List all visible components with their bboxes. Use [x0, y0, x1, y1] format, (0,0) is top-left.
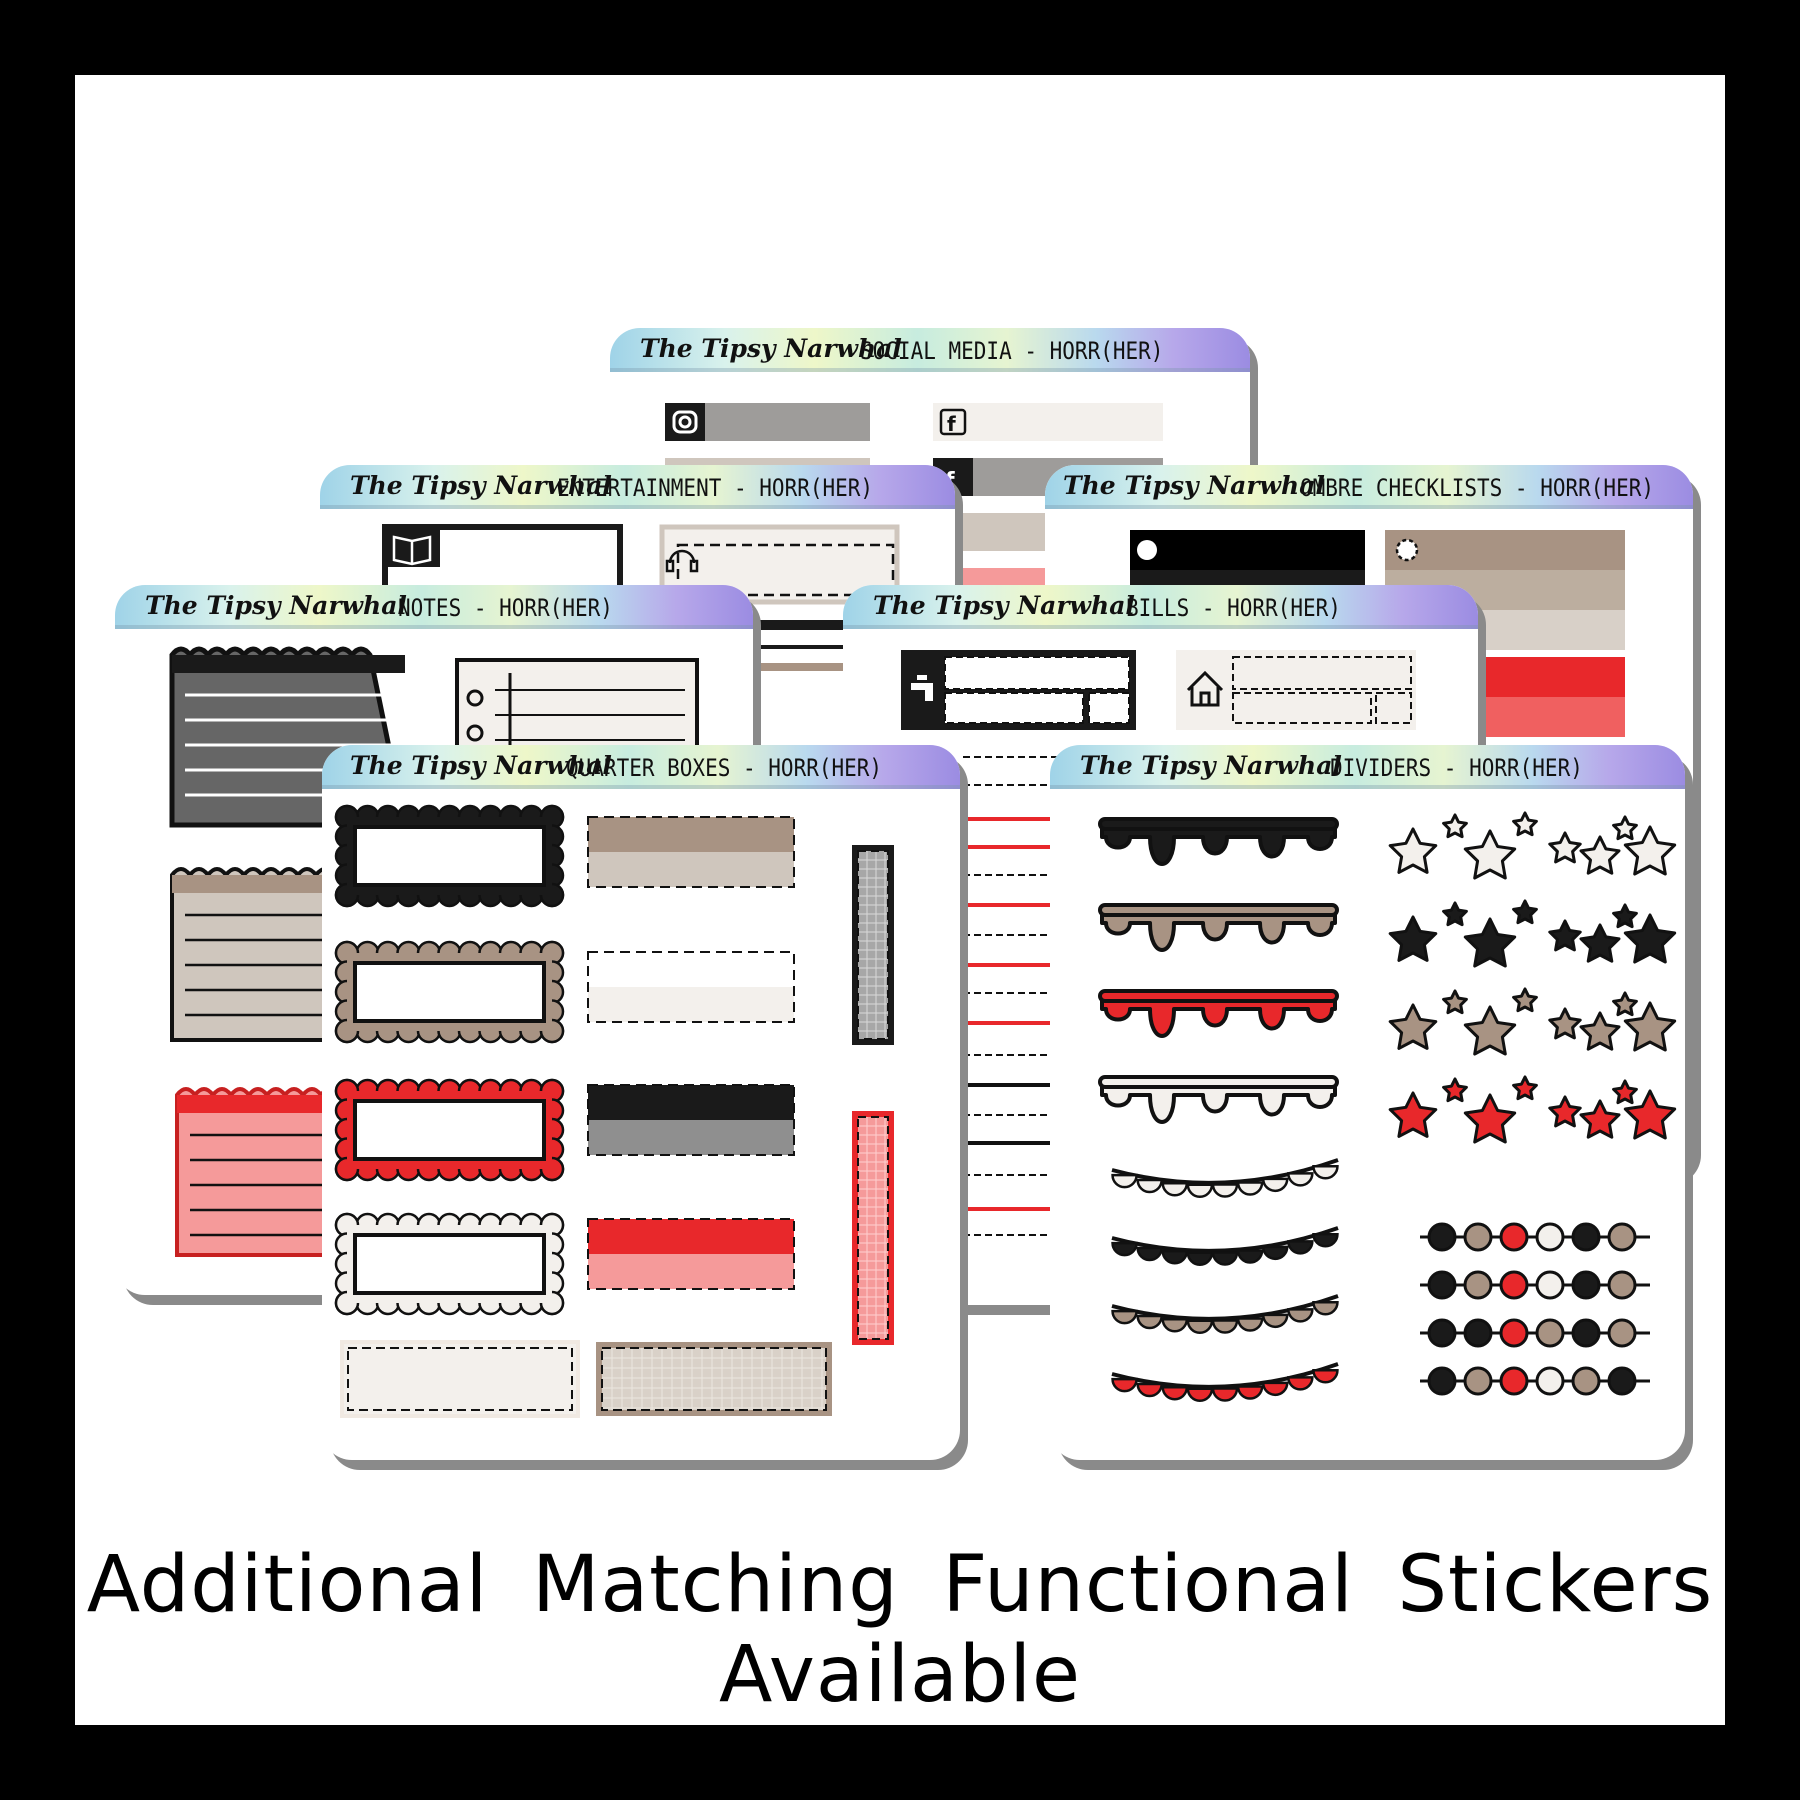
- brand-name: The Tipsy Narwhal: [350, 751, 612, 780]
- bunting-divider: [1111, 1158, 1339, 1198]
- svg-text:f: f: [947, 412, 956, 436]
- star-icon: [1388, 811, 1677, 880]
- sheet-title: DIVIDERS - HORR(HER): [1330, 754, 1583, 782]
- scalloped-box: [334, 1212, 565, 1316]
- bead-divider: [1420, 1318, 1650, 1348]
- star-icon: [1388, 987, 1677, 1056]
- drip-divider: [1100, 1079, 1337, 1124]
- faucet-icon: [911, 675, 933, 701]
- sheet-header-band: [843, 585, 1478, 629]
- drip-divider: [1100, 907, 1337, 952]
- facebook-icon: f: [939, 408, 967, 436]
- sheet-title: OMBRE CHECKLISTS - HORR(HER): [1300, 474, 1655, 502]
- brand-name: The Tipsy Narwhal: [640, 334, 902, 363]
- bunting-divider: [1111, 1294, 1339, 1334]
- brand-name: The Tipsy Narwhal: [1063, 471, 1325, 500]
- star-icon: [1388, 899, 1677, 968]
- sheet-header-band: [322, 745, 960, 789]
- sheet-title: NOTES - HORR(HER): [398, 594, 613, 622]
- brand-name: The Tipsy Narwhal: [1080, 751, 1342, 780]
- star-icon: [1388, 1075, 1677, 1144]
- sheet-dividers: The Tipsy Narwhal DIVIDERS - HORR(HER): [1050, 745, 1685, 1460]
- scalloped-box: [334, 1078, 565, 1182]
- drip-divider: [1100, 993, 1337, 1038]
- sheet-header-band: [1045, 465, 1693, 509]
- sheet-title: QUARTER BOXES - HORR(HER): [566, 754, 883, 782]
- notes-stickers: [169, 646, 699, 1257]
- bead-divider: [1420, 1366, 1650, 1396]
- scalloped-box: [334, 940, 565, 1044]
- book-icon: [392, 535, 432, 566]
- sheet-header-band: [1050, 745, 1685, 789]
- tall-grid-gray: [852, 845, 894, 1045]
- house-icon: [1186, 670, 1224, 707]
- brand-name: The Tipsy Narwhal: [350, 471, 612, 500]
- bunting-divider: [1111, 1226, 1339, 1266]
- brand-name: The Tipsy Narwhal: [873, 591, 1135, 620]
- bead-divider: [1420, 1222, 1650, 1252]
- drip-divider: [1100, 821, 1337, 866]
- caption-text: Additional Matching Functional Stickers …: [86, 1540, 1714, 1720]
- bead-divider: [1420, 1270, 1650, 1300]
- sheet-quarter-boxes: The Tipsy Narwhal QUARTER BOXES - HORR(H…: [322, 745, 960, 1460]
- quarter-box-stickers: [334, 804, 894, 1418]
- sheet-title: BILLS - HORR(HER): [1126, 594, 1341, 622]
- sheet-header-band: [115, 585, 753, 629]
- sheet-title: SOCIAL MEDIA - HORR(HER): [860, 337, 1164, 365]
- tall-grid-pink: [852, 1111, 894, 1345]
- bunting-divider: [1111, 1362, 1339, 1402]
- scalloped-box: [334, 804, 565, 908]
- notepad-taupe: [170, 867, 358, 1042]
- headphones-icon: [665, 549, 699, 573]
- instagram-icon: [672, 410, 698, 434]
- sheet-header-band: [610, 328, 1250, 372]
- sheet-title: ENTERTAINMENT - HORR(HER): [557, 474, 874, 502]
- divider-stickers: [1098, 811, 1677, 1402]
- brand-name: The Tipsy Narwhal: [145, 591, 407, 620]
- sheet-header-band: [320, 465, 955, 509]
